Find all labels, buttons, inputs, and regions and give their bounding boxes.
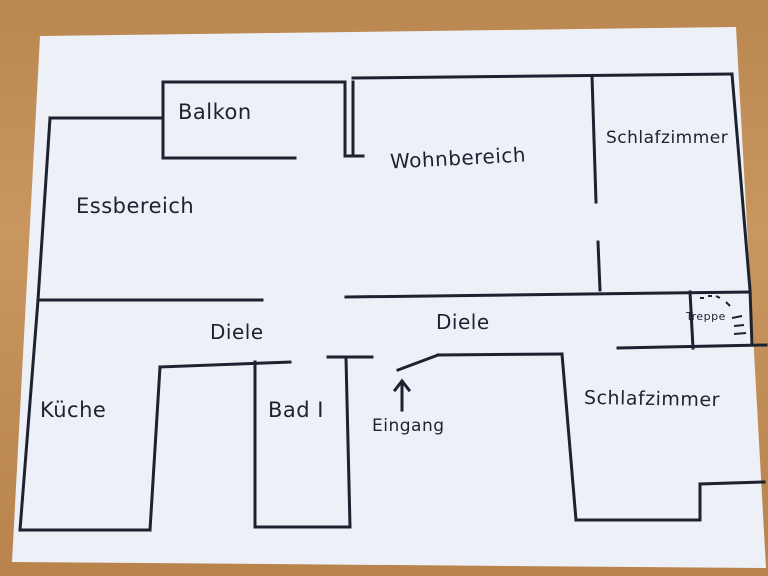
entrance-door [396,353,440,372]
wall-top [351,72,734,80]
room-label-bad: Bad I [268,398,324,422]
room-label-schlafzimmer-bottom: Schlafzimmer [583,386,721,412]
wall-bad-right [344,356,352,529]
room-label-balkon: Balkon [178,100,252,124]
wall-right [730,72,754,347]
wall-kueche-right [148,365,162,532]
wall-schlaf1-left-bottom [596,240,602,292]
wall-schlaf1-left-top [590,74,598,204]
wall-treppe-bottom [616,343,768,350]
wall-entrance-right [436,352,564,357]
wall-treppe-left [688,290,695,350]
walls [18,72,768,532]
room-label-diele-left: Diele [210,320,264,344]
room-label-schlafzimmer-top: Schlafzimmer [606,128,729,148]
wall-left-lower [18,298,40,532]
wall-corridor-top [344,290,752,299]
room-label-essbereich: Essbereich [76,194,195,218]
wall-schlaf2-step [698,480,766,522]
wall-schlaf2-left [560,352,578,522]
room-label-treppe: Treppe [686,310,726,323]
room-label-eingang: Eingang [372,416,445,436]
stair-marks [700,295,747,335]
wall-ess-left [36,116,52,302]
wall-corridor-mid [158,360,292,369]
room-label-diele-right: Diele [436,310,490,334]
arrow-head [392,378,412,393]
room-label-kueche: Küche [40,398,107,422]
